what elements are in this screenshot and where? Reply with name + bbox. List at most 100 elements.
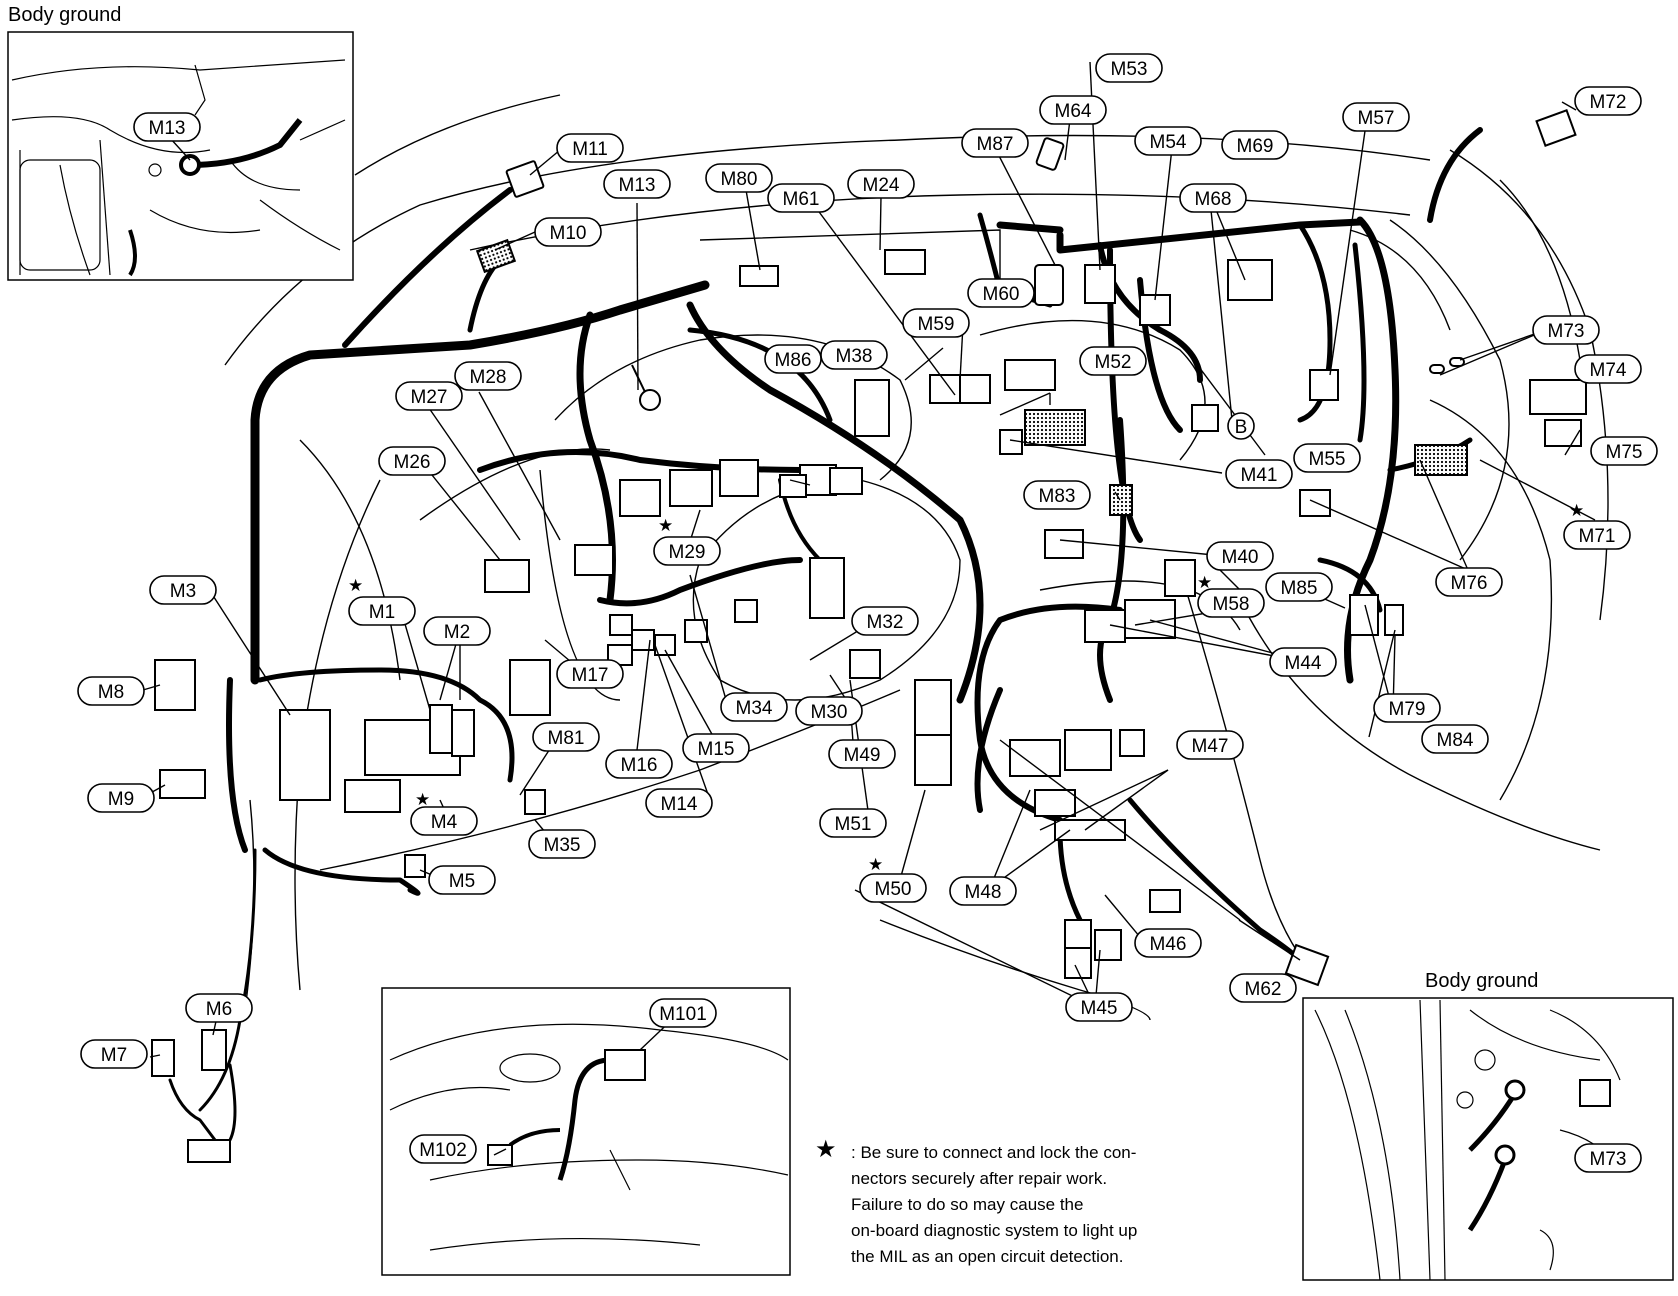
star-icon: ★ xyxy=(815,1136,837,1163)
label-M72: M72 xyxy=(1574,86,1642,116)
label-M87: M87 xyxy=(961,128,1029,158)
svg-text:M60: M60 xyxy=(983,284,1020,305)
label-M27: M27 xyxy=(395,381,463,411)
svg-text:M68: M68 xyxy=(1195,189,1232,210)
label-M102: M102 xyxy=(409,1134,477,1164)
label-M55: M55 xyxy=(1293,443,1361,473)
svg-text:M46: M46 xyxy=(1150,934,1187,955)
svg-text:M87: M87 xyxy=(977,134,1014,155)
label-M4: M4 xyxy=(410,806,478,836)
svg-text:M102: M102 xyxy=(419,1140,467,1161)
label-M50: M50 xyxy=(859,873,927,903)
inset-title-bottom-right: Body ground xyxy=(1425,970,1539,992)
label-M46: M46 xyxy=(1134,928,1202,958)
svg-text:M52: M52 xyxy=(1095,352,1132,373)
svg-text:M48: M48 xyxy=(965,882,1002,903)
svg-text:M71: M71 xyxy=(1579,526,1616,547)
svg-text:M59: M59 xyxy=(918,314,955,335)
label-M62: M62 xyxy=(1229,973,1297,1003)
svg-text:M86: M86 xyxy=(775,350,812,371)
star-M50: ★ xyxy=(868,855,883,875)
svg-text:M54: M54 xyxy=(1150,132,1187,153)
svg-text:M58: M58 xyxy=(1213,594,1250,615)
svg-text:M15: M15 xyxy=(698,739,735,760)
label-M1: M1 xyxy=(348,596,416,626)
label-M45: M45 xyxy=(1065,992,1133,1022)
label-M38: M38 xyxy=(820,340,888,370)
svg-text:M73: M73 xyxy=(1590,1149,1627,1170)
label-M60: M60 xyxy=(967,278,1035,308)
svg-text:M13: M13 xyxy=(619,175,656,196)
svg-text:M3: M3 xyxy=(170,581,196,602)
svg-text:M16: M16 xyxy=(621,755,658,776)
svg-text:M69: M69 xyxy=(1237,136,1274,157)
label-M9: M9 xyxy=(87,783,155,813)
label-M8: M8 xyxy=(77,676,145,706)
label-M16: M16 xyxy=(605,749,673,779)
label-M49: M49 xyxy=(828,739,896,769)
svg-text:M75: M75 xyxy=(1606,442,1643,463)
svg-text:M101: M101 xyxy=(659,1004,707,1025)
label-M76: M76 xyxy=(1435,567,1503,597)
label-M74: M74 xyxy=(1574,354,1642,384)
svg-text:M85: M85 xyxy=(1281,578,1318,599)
svg-text:B: B xyxy=(1235,417,1248,438)
label-M81: M81 xyxy=(532,722,600,752)
label-M40: M40 xyxy=(1206,541,1274,571)
label-M35: M35 xyxy=(528,829,596,859)
label-M57: M57 xyxy=(1342,102,1410,132)
label-M73-top: M73 xyxy=(1532,315,1600,345)
label-M34: M34 xyxy=(720,692,788,722)
svg-text:M79: M79 xyxy=(1389,699,1426,720)
label-M59: M59 xyxy=(902,308,970,338)
svg-text:M2: M2 xyxy=(444,622,470,643)
svg-text:M5: M5 xyxy=(449,871,475,892)
svg-text:M50: M50 xyxy=(875,879,912,900)
svg-text:M6: M6 xyxy=(206,999,232,1020)
label-M54: M54 xyxy=(1134,126,1202,156)
repair-note-text: : Be sure to connect and lock the con- n… xyxy=(851,1143,1138,1266)
label-M52: M52 xyxy=(1079,346,1147,376)
inset-title-top-left: Body ground xyxy=(8,4,122,26)
inset-bottom-center xyxy=(381,987,791,1276)
repair-note: ★ : Be sure to connect and lock the con-… xyxy=(815,1136,1255,1270)
label-M13: M13 xyxy=(603,169,671,199)
label-M41: M41 xyxy=(1225,459,1293,489)
label-M29: M29 xyxy=(653,536,721,566)
star-M58: ★ xyxy=(1197,573,1212,593)
label-M75: M75 xyxy=(1590,436,1658,466)
label-M51: M51 xyxy=(819,808,887,838)
star-markers: ★ ★ ★ ★ ★ ★ xyxy=(348,501,1584,875)
svg-text:M28: M28 xyxy=(470,367,507,388)
svg-text:M49: M49 xyxy=(844,745,881,766)
label-M48: M48 xyxy=(949,876,1017,906)
label-M64: M64 xyxy=(1039,95,1107,125)
svg-text:M55: M55 xyxy=(1309,449,1346,470)
label-M7: M7 xyxy=(80,1039,148,1069)
svg-text:M40: M40 xyxy=(1222,547,1259,568)
label-M11: M11 xyxy=(556,133,624,163)
svg-text:M51: M51 xyxy=(835,814,872,835)
label-M32: M32 xyxy=(851,606,919,636)
svg-text:M74: M74 xyxy=(1590,360,1627,381)
svg-text:M72: M72 xyxy=(1590,92,1627,113)
label-M69: M69 xyxy=(1221,130,1289,160)
callout-labels: M13 M11 M10 M13 M80 M61 M24 M87 M64 M53 … xyxy=(77,53,1658,1173)
svg-text:M9: M9 xyxy=(108,789,134,810)
svg-text:M26: M26 xyxy=(394,452,431,473)
svg-text:M84: M84 xyxy=(1437,730,1474,751)
label-B: B xyxy=(1227,412,1255,440)
label-M47: M47 xyxy=(1176,730,1244,760)
label-M13-inset: M13 xyxy=(133,112,201,142)
svg-text:M38: M38 xyxy=(836,346,873,367)
svg-text:M64: M64 xyxy=(1055,101,1092,122)
label-M5: M5 xyxy=(428,865,496,895)
label-M2: M2 xyxy=(423,616,491,646)
label-M6: M6 xyxy=(185,993,253,1023)
svg-text:M17: M17 xyxy=(572,665,609,686)
svg-text:M45: M45 xyxy=(1081,998,1118,1019)
svg-text:M81: M81 xyxy=(548,728,585,749)
svg-text:M11: M11 xyxy=(572,139,608,160)
svg-text:M13: M13 xyxy=(149,118,186,139)
